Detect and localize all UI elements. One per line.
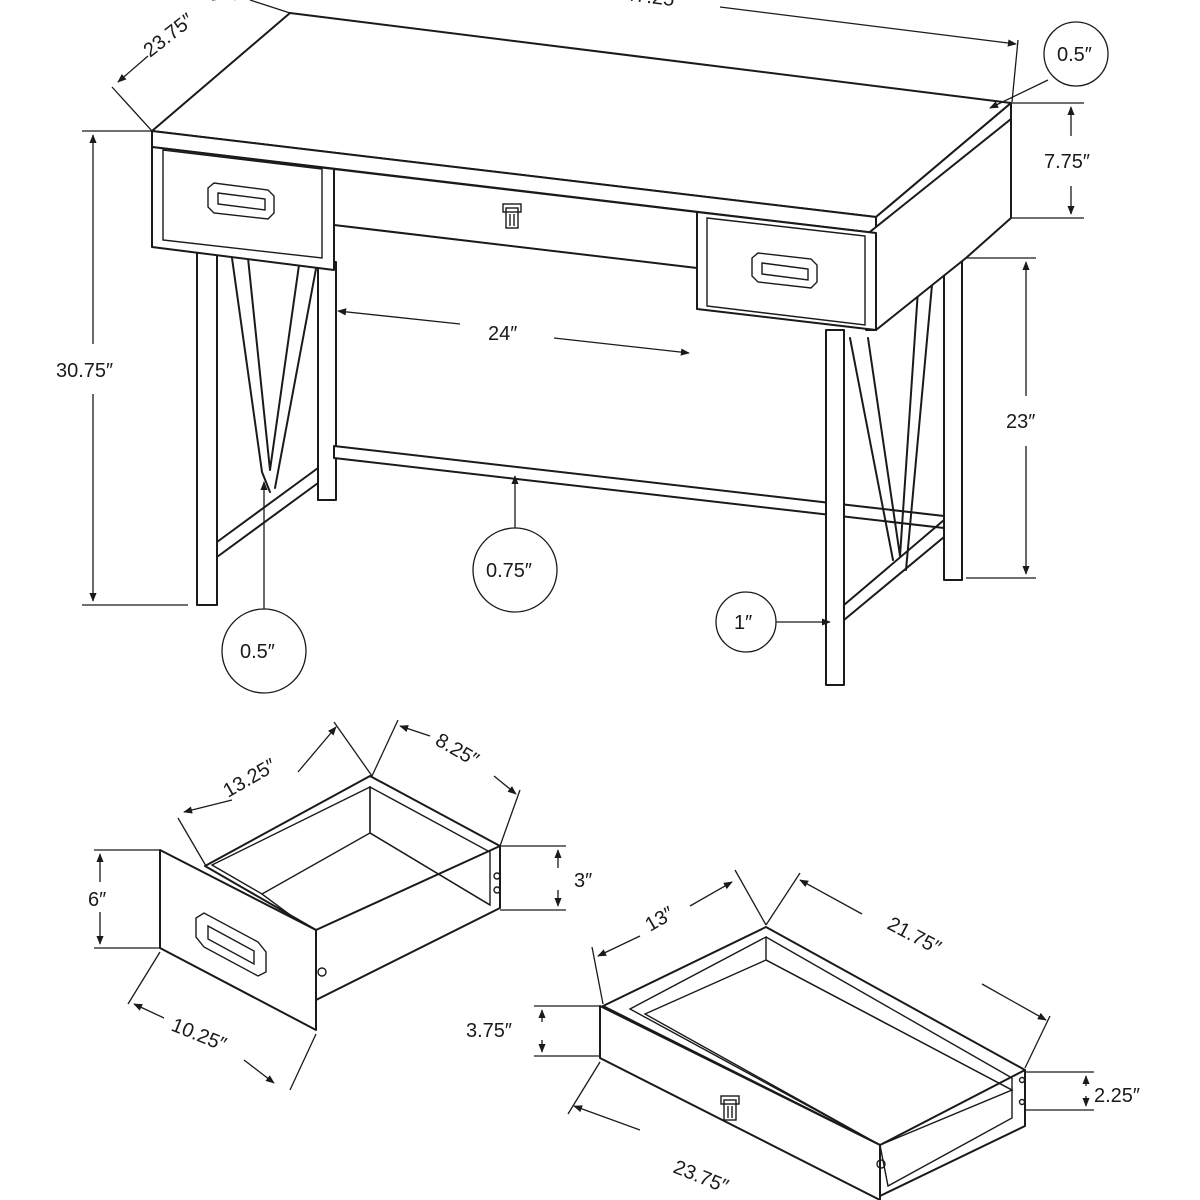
side-drawer-depth-label: 8.25″ xyxy=(432,729,483,771)
desk-depth-label: 23.75″ xyxy=(140,9,199,62)
side-drawer xyxy=(159,775,501,1031)
side-drawer-box-height-label: 3″ xyxy=(574,870,592,892)
overall-height-label: 30.75″ xyxy=(56,360,113,382)
left-drawer-body xyxy=(151,146,335,271)
clearance-height-label: 23″ xyxy=(1006,411,1035,433)
rear-stretcher xyxy=(333,445,945,529)
left-drawer-front xyxy=(162,149,323,259)
front-left-leg-frame xyxy=(196,246,319,606)
center-drawer xyxy=(599,926,1026,1200)
top-thickness-callout xyxy=(1043,21,1109,87)
leg-width-callout xyxy=(715,591,777,653)
leg-bar-callout xyxy=(221,608,307,694)
leg-width-label: 1″ xyxy=(734,612,752,634)
apron-height-label: 7.75″ xyxy=(1044,151,1090,173)
center-drawer-front-lock xyxy=(720,1095,740,1121)
side-drawer-front xyxy=(159,849,317,1031)
side-drawer-front-height-label: 6″ xyxy=(88,889,106,911)
knee-width-label: 24″ xyxy=(488,323,517,345)
center-drawer-box-height-label: 2.25″ xyxy=(1094,1085,1140,1107)
leg-bar-label: 0.5″ xyxy=(240,641,275,663)
front-right-leg-frame xyxy=(825,284,945,686)
desk xyxy=(151,12,1012,686)
right-drawer-front xyxy=(706,217,866,326)
side-drawer-width-label: 13.25″ xyxy=(220,755,280,803)
right-drawer-body xyxy=(696,211,877,331)
center-drawer-depth-label: 21.75″ xyxy=(884,913,945,959)
left-drawer-handle xyxy=(207,182,275,220)
center-drawer-front-width-label: 23.75″ xyxy=(670,1156,731,1198)
center-drawer-lock xyxy=(502,203,522,229)
top-thickness-label: 0.5″ xyxy=(1057,44,1092,66)
stretcher-callout xyxy=(472,527,558,613)
back-right-leg xyxy=(943,261,963,581)
back-left-leg xyxy=(317,261,337,501)
center-drawer-front-height-label: 3.75″ xyxy=(466,1020,512,1042)
side-drawer-handle xyxy=(195,912,267,977)
side-drawer-front-width-label: 10.25″ xyxy=(168,1014,229,1056)
desk-dimensions: 23.75″ 47.25″ 0.5″ 7.75″ 30.75″ 24″ 23″ xyxy=(56,0,1109,694)
right-drawer-handle xyxy=(751,252,818,289)
stretcher-label: 0.75″ xyxy=(486,560,532,582)
desk-width-label: 47.25″ xyxy=(623,0,682,12)
center-drawer-front-panel xyxy=(599,1005,881,1200)
center-drawer-width-label: 13″ xyxy=(642,903,678,937)
